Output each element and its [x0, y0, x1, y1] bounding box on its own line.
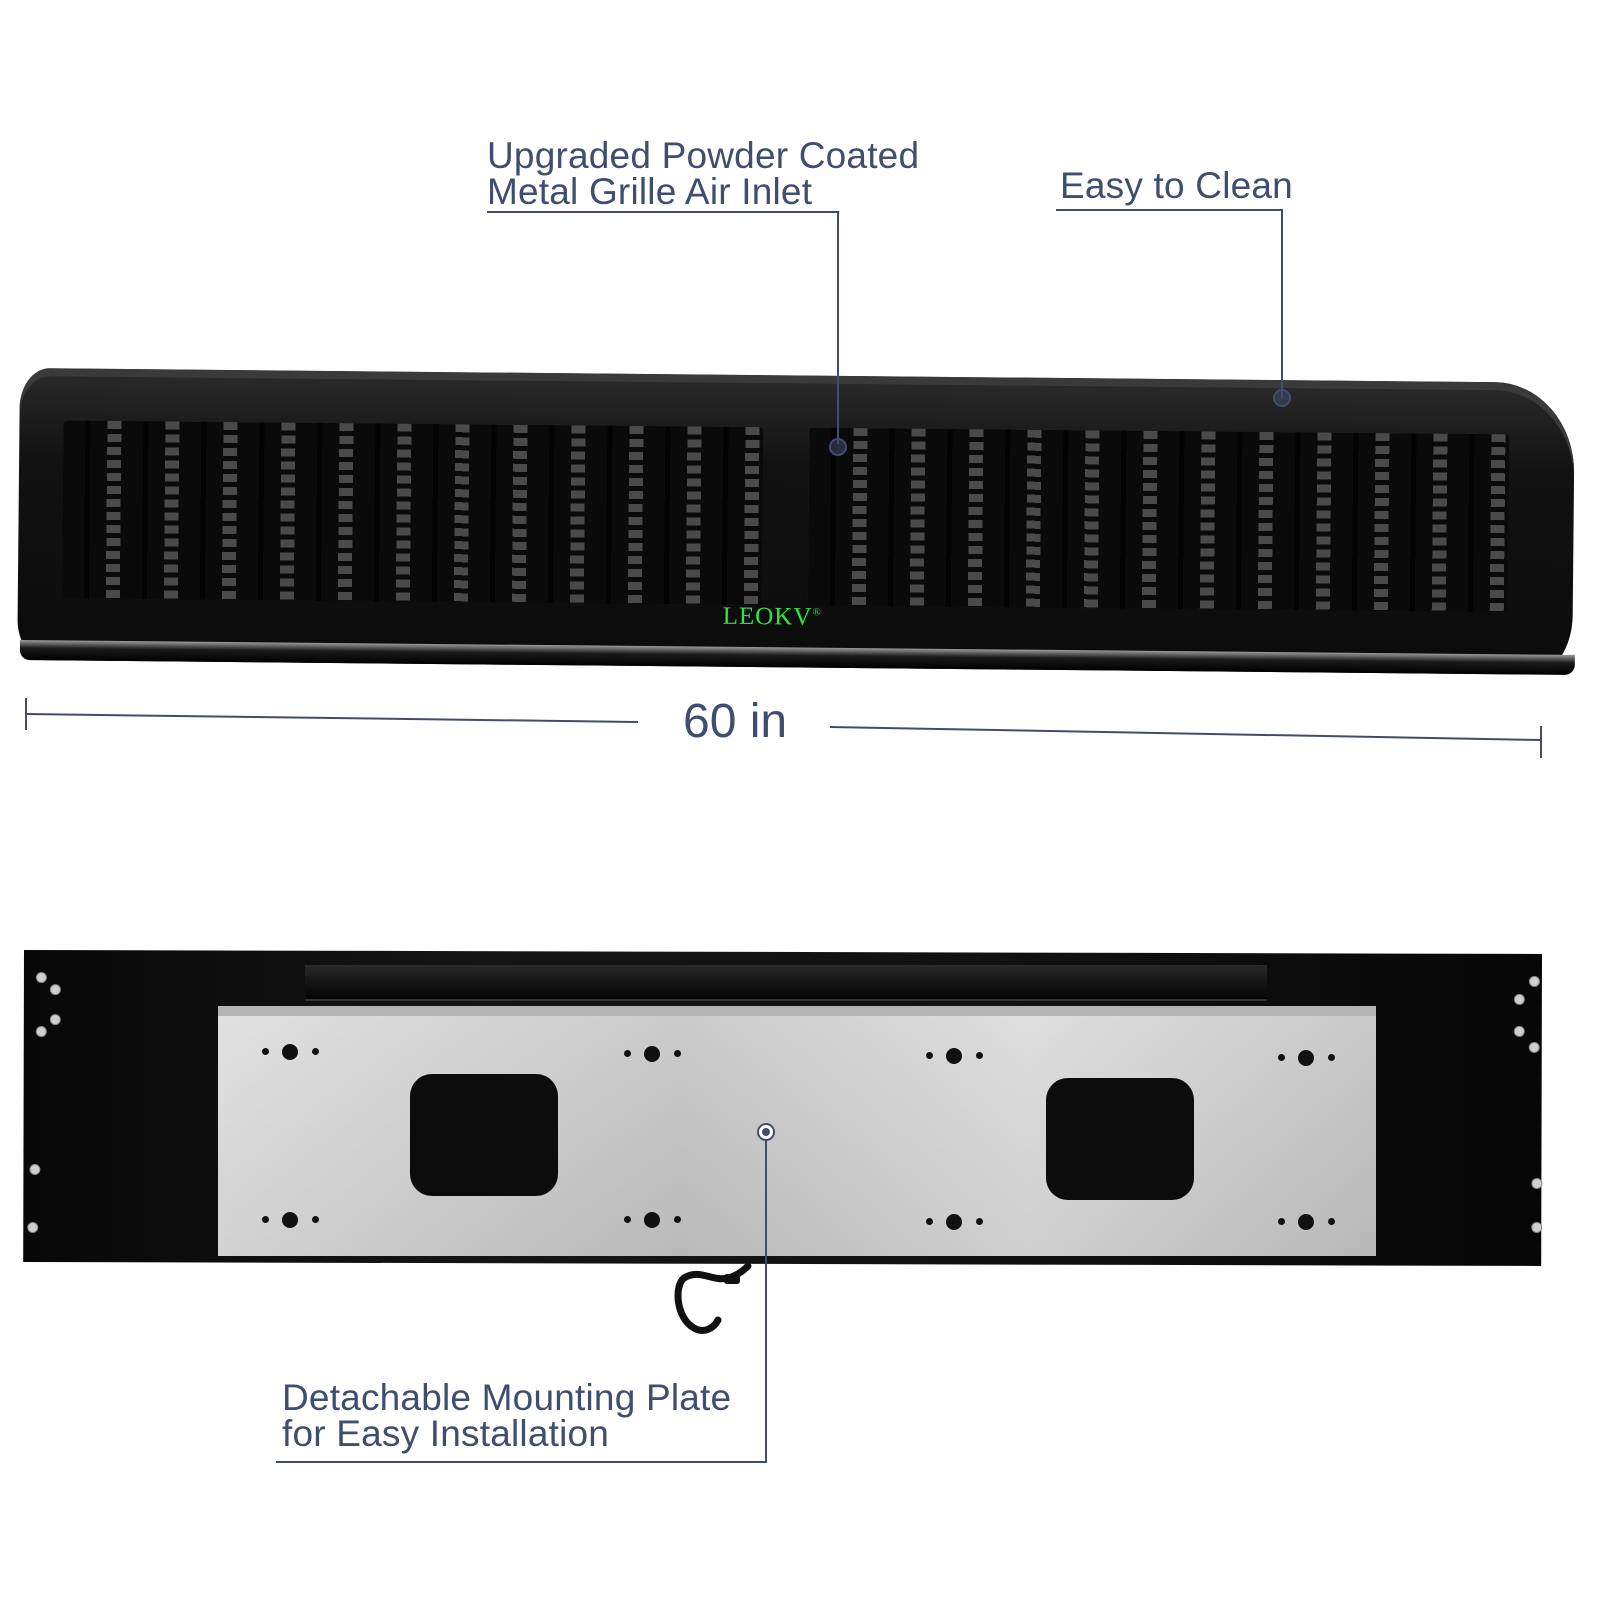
power-cord	[674, 1262, 752, 1334]
plate-cutout-left	[410, 1074, 558, 1196]
hole-icon	[926, 1052, 933, 1059]
hole-icon	[624, 1216, 631, 1223]
grille-callout-line1: Upgraded Powder Coated	[487, 135, 920, 176]
plate-callout-line1: Detachable Mounting Plate	[282, 1377, 732, 1418]
hole-icon	[674, 1216, 681, 1223]
hole-icon	[282, 1044, 298, 1060]
clean-leader-line	[1056, 209, 1283, 398]
grille-leader-line	[487, 211, 839, 444]
dimension-line-left	[25, 713, 639, 723]
callout-marker-icon	[1273, 389, 1291, 407]
grille-callout-label: Upgraded Powder Coated Metal Grille Air …	[487, 135, 920, 212]
hole-icon	[1328, 1054, 1335, 1061]
plate-callout-label: Detachable Mounting Plate for Easy Insta…	[282, 1377, 732, 1454]
hole-icon	[624, 1050, 631, 1057]
clean-callout-label: Easy to Clean	[1060, 165, 1293, 206]
hole-icon	[1298, 1214, 1314, 1230]
grille-callout-line2: Metal Grille Air Inlet	[487, 171, 813, 212]
hole-icon	[926, 1218, 933, 1225]
hole-icon	[1278, 1218, 1285, 1225]
clean-callout-line1: Easy to Clean	[1060, 165, 1293, 206]
mounting-plate	[218, 1006, 1376, 1256]
hole-icon	[644, 1212, 660, 1228]
hole-icon	[1328, 1218, 1335, 1225]
hole-icon	[946, 1048, 962, 1064]
hole-icon	[1278, 1054, 1285, 1061]
mounting-rail	[305, 965, 1267, 1001]
dimension-line-right	[829, 726, 1542, 741]
hole-icon	[946, 1214, 962, 1230]
plate-cutout-right	[1046, 1078, 1194, 1200]
hole-icon	[644, 1046, 660, 1062]
width-dimension-label: 60 in	[683, 695, 788, 748]
callout-marker-icon	[757, 1123, 775, 1141]
plate-leader-line	[276, 1132, 767, 1463]
hole-icon	[262, 1048, 269, 1055]
callout-marker-icon	[829, 438, 847, 456]
hole-icon	[312, 1216, 319, 1223]
hole-icon	[976, 1052, 983, 1059]
hole-icon	[976, 1218, 983, 1225]
hole-icon	[674, 1050, 681, 1057]
plate-callout-line2: for Easy Installation	[282, 1413, 610, 1454]
hole-icon	[1298, 1050, 1314, 1066]
hole-icon	[282, 1212, 298, 1228]
hole-icon	[262, 1216, 269, 1223]
hole-icon	[312, 1048, 319, 1055]
